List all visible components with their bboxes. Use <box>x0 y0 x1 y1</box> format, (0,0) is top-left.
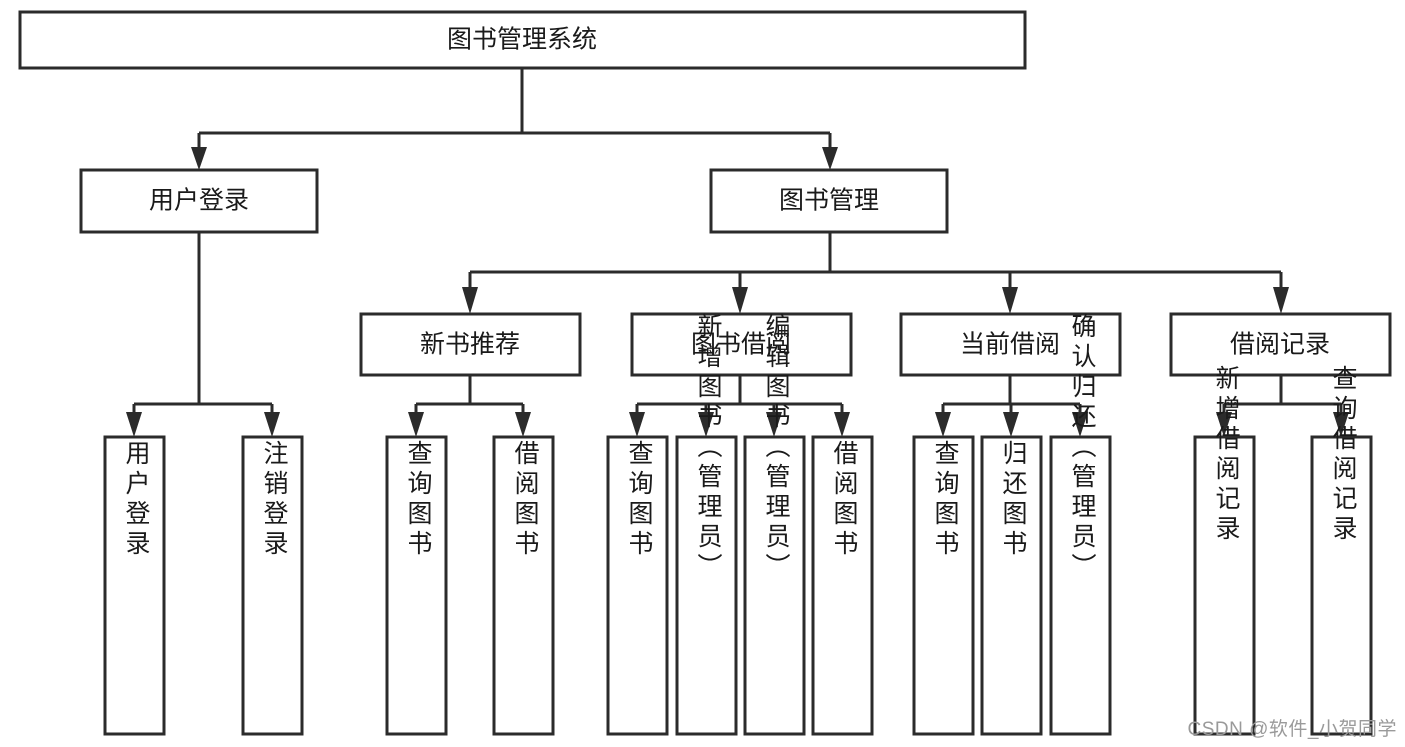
node-leaf-query-book-3[interactable]: 查询图书 <box>912 435 975 736</box>
arrow-head-leaf-query-book-1 <box>408 412 424 437</box>
node-new-book-recommend-box[interactable] <box>359 312 582 377</box>
node-new-book-recommend-label: 新书推荐 <box>420 331 520 359</box>
node-leaf-user-logout-box[interactable] <box>241 435 304 736</box>
node-leaf-confirm-return-box[interactable] <box>1049 435 1112 736</box>
arrow-head-leaf-query-book-3 <box>935 412 951 437</box>
connector-group-new-book-recommend <box>408 375 531 437</box>
connector-group-user-login <box>126 232 280 437</box>
node-leaf-borrow-book-1-label: 借阅图书 <box>511 440 540 560</box>
node-leaf-return-book-label: 归还图书 <box>999 440 1028 560</box>
node-user-login[interactable]: 用户登录 <box>79 168 319 234</box>
arrow-head-leaf-user-login <box>126 412 142 437</box>
node-leaf-query-book-2-label: 查询图书 <box>625 440 654 560</box>
node-leaf-borrow-book-2[interactable]: 借阅图书 <box>811 435 874 736</box>
node-leaf-confirm-return-label: 确认归还（管理员） <box>1068 313 1097 583</box>
node-borrow-record-label: 借阅记录 <box>1230 331 1330 359</box>
arrow-head-new-book-recommend <box>462 287 478 314</box>
arrow-head-leaf-query-record <box>1333 412 1349 437</box>
node-leaf-edit-book-label: 编辑图书（管理员） <box>762 313 791 583</box>
arrow-head-leaf-add-book <box>698 412 714 437</box>
arrow-head-book-manage <box>822 147 838 170</box>
node-leaf-user-login-box[interactable] <box>103 435 166 736</box>
node-current-borrow-box[interactable] <box>899 312 1122 377</box>
node-leaf-query-book-3-label: 查询图书 <box>931 440 960 560</box>
connector-group-book-manage <box>462 232 1289 314</box>
node-leaf-user-login[interactable]: 用户登录 <box>103 435 166 736</box>
arrow-head-leaf-query-book-2 <box>629 412 645 437</box>
node-leaf-borrow-book-1-box[interactable] <box>492 435 555 736</box>
node-leaf-query-book-1-box[interactable] <box>385 435 448 736</box>
node-borrow-record-box[interactable] <box>1169 312 1392 377</box>
node-book-manage[interactable]: 图书管理 <box>709 168 949 234</box>
node-leaf-query-book-1[interactable]: 查询图书 <box>385 435 448 736</box>
node-leaf-borrow-book-2-label: 借阅图书 <box>830 440 859 560</box>
node-leaf-query-book-1-label: 查询图书 <box>404 440 433 560</box>
node-leaf-query-record[interactable]: 查询借阅记录 <box>1310 365 1373 736</box>
arrow-head-leaf-return-book <box>1003 412 1019 437</box>
node-book-borrow[interactable]: 图书借阅 <box>630 312 853 377</box>
node-leaf-confirm-return[interactable]: 确认归还（管理员） <box>1049 313 1112 736</box>
node-leaf-query-book-3-box[interactable] <box>912 435 975 736</box>
node-new-book-recommend[interactable]: 新书推荐 <box>359 312 582 377</box>
node-leaf-user-logout-label: 注销登录 <box>260 440 289 560</box>
node-leaf-borrow-book-2-box[interactable] <box>811 435 874 736</box>
arrow-head-current-borrow <box>1002 287 1018 314</box>
node-user-login-label: 用户登录 <box>149 187 249 215</box>
node-leaf-add-record[interactable]: 新增借阅记录 <box>1193 365 1256 736</box>
node-leaf-edit-book[interactable]: 编辑图书（管理员） <box>743 313 806 736</box>
arrow-head-leaf-borrow-book-2 <box>834 412 850 437</box>
node-leaf-add-record-box[interactable] <box>1193 435 1256 736</box>
node-borrow-record[interactable]: 借阅记录 <box>1169 312 1392 377</box>
arrow-head-leaf-add-record <box>1216 412 1232 437</box>
node-root-box[interactable] <box>18 10 1027 70</box>
arrow-head-user-login <box>191 147 207 170</box>
arrow-head-leaf-user-logout <box>264 412 280 437</box>
node-current-borrow[interactable]: 当前借阅 <box>899 312 1122 377</box>
node-root[interactable]: 图书管理系统 <box>18 10 1027 70</box>
node-book-manage-box[interactable] <box>709 168 949 234</box>
node-user-login-box[interactable] <box>79 168 319 234</box>
node-leaf-user-login-label: 用户登录 <box>122 440 151 560</box>
node-current-borrow-label: 当前借阅 <box>960 331 1060 359</box>
node-leaf-edit-book-box[interactable] <box>743 435 806 736</box>
node-leaf-add-book-box[interactable] <box>675 435 738 736</box>
node-book-borrow-label: 图书借阅 <box>691 331 791 359</box>
node-leaf-borrow-book-1[interactable]: 借阅图书 <box>492 435 555 736</box>
node-leaf-query-record-label: 查询借阅记录 <box>1329 365 1358 545</box>
node-leaf-query-book-2-box[interactable] <box>606 435 669 736</box>
node-leaf-query-book-2[interactable]: 查询图书 <box>606 435 669 736</box>
node-leaf-query-record-box[interactable] <box>1310 435 1373 736</box>
node-leaf-add-record-label: 新增借阅记录 <box>1212 365 1241 545</box>
node-book-manage-label: 图书管理 <box>779 187 879 215</box>
connector-group-root <box>191 68 838 170</box>
arrow-head-leaf-edit-book <box>766 412 782 437</box>
arrow-head-book-borrow <box>732 287 748 314</box>
node-book-borrow-box[interactable] <box>630 312 853 377</box>
arrow-head-leaf-confirm-return <box>1072 412 1088 437</box>
node-leaf-add-book[interactable]: 新增图书（管理员） <box>675 313 738 736</box>
node-leaf-return-book-box[interactable] <box>980 435 1043 736</box>
arrow-head-borrow-record <box>1273 287 1289 314</box>
connector-group-borrow-record <box>1216 375 1349 437</box>
node-leaf-return-book[interactable]: 归还图书 <box>980 435 1043 736</box>
node-leaf-add-book-label: 新增图书（管理员） <box>694 313 723 583</box>
node-leaf-user-logout[interactable]: 注销登录 <box>241 435 304 736</box>
node-root-label: 图书管理系统 <box>447 26 597 54</box>
csdn-watermark: CSDN @软件_小贺同学 <box>1187 719 1397 740</box>
connector-group-book-borrow <box>629 375 850 437</box>
arrow-head-leaf-borrow-book-1 <box>515 412 531 437</box>
connector-group-current-borrow <box>935 375 1088 437</box>
